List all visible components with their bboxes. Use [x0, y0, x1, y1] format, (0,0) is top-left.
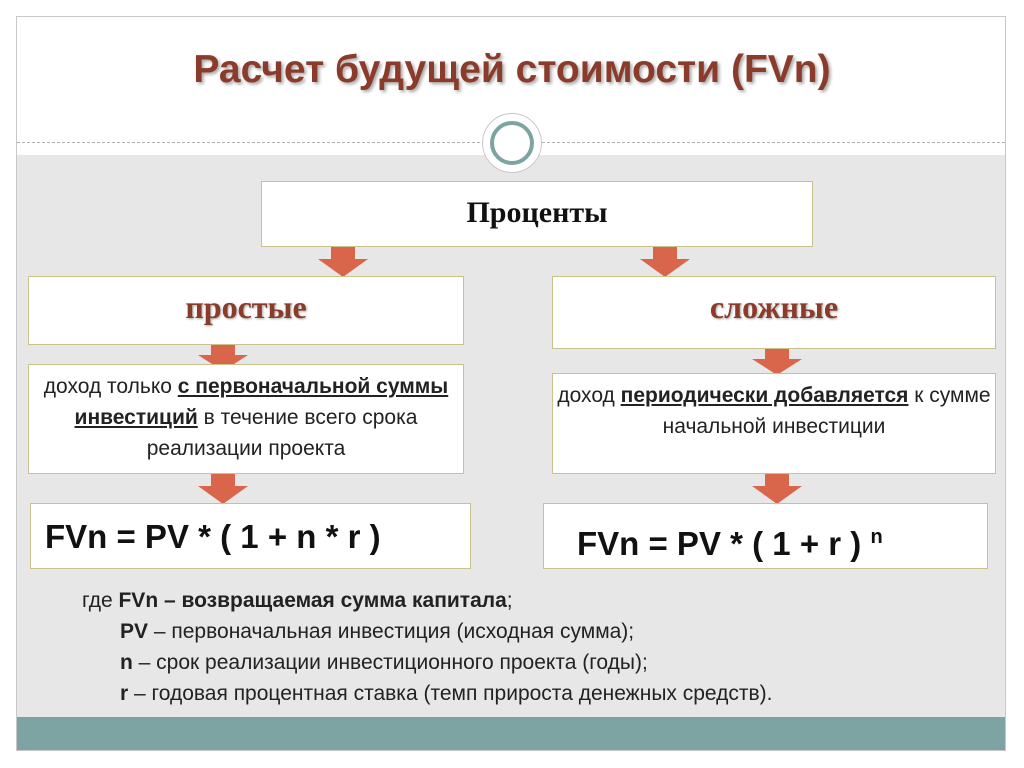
compound-formula-exponent: n [870, 526, 883, 548]
formula-legend: где FVn – возвращаемая сумма капитала; P… [82, 585, 982, 709]
arrow-compound-to-desc-icon [752, 349, 802, 375]
arrow-root-to-compound-icon [640, 247, 690, 277]
divider-ring-icon [482, 113, 542, 173]
legend-pv-symbol: PV [120, 620, 149, 643]
legend-line-r: r – годовая процентная ставка (темп прир… [82, 678, 982, 709]
arrow-compound-to-formula-icon [752, 474, 802, 504]
legend-pv-text: – первоначальная инвестиция (исходная су… [148, 620, 635, 643]
simple-desc-part1: доход только [43, 375, 178, 398]
slide-title: Расчет будущей стоимости (FVn) [193, 48, 831, 91]
footer-bar [17, 717, 1005, 750]
arrow-simple-to-desc-icon [198, 345, 248, 371]
legend-fvn-end: ; [506, 589, 513, 612]
simple-desc-part3: в течение всего срока реализации проекта [146, 406, 418, 460]
compound-interest-formula: FVn = PV * ( 1 + r ) n [543, 503, 988, 569]
legend-fvn: FVn – возвращаемая сумма капитала [118, 589, 507, 612]
simple-interest-formula: FVn = PV * ( 1 + n * r ) [30, 503, 471, 569]
arrow-root-to-simple-icon [318, 247, 368, 277]
legend-line-fvn: где FVn – возвращаемая сумма капитала; [82, 585, 982, 616]
compound-formula-text: FVn = PV * ( 1 + r ) [577, 525, 862, 562]
legend-n-symbol: n [120, 651, 133, 674]
compound-desc-emphasis: периодически добавляется [620, 384, 909, 407]
root-box-percent: Проценты [261, 181, 813, 247]
legend-n-text: – срок реализации инвестиционного проект… [132, 651, 648, 674]
simple-interest-description: доход только с первоначальной суммы инве… [28, 364, 464, 474]
legend-where: где [82, 589, 119, 612]
compound-interest-description: доход периодически добавляется к сумме н… [552, 373, 996, 474]
compound-desc-part3: к сумме начальной инвестиции [662, 384, 991, 438]
simple-interest-box: простые [28, 276, 464, 345]
ring-inner [490, 121, 534, 165]
simple-desc-emphasis: с первоначальной суммы инвестиций [74, 375, 449, 429]
compound-interest-box: сложные [552, 276, 996, 349]
compound-desc-part1: доход [557, 384, 621, 407]
legend-r-text: – годовая процентная ставка (темп прирос… [128, 682, 773, 705]
legend-line-n: n – срок реализации инвестиционного прое… [82, 647, 982, 678]
arrow-simple-to-formula-icon [198, 474, 248, 504]
legend-r-symbol: r [120, 682, 129, 705]
legend-line-pv: PV – первоначальная инвестиция (исходная… [82, 616, 982, 647]
